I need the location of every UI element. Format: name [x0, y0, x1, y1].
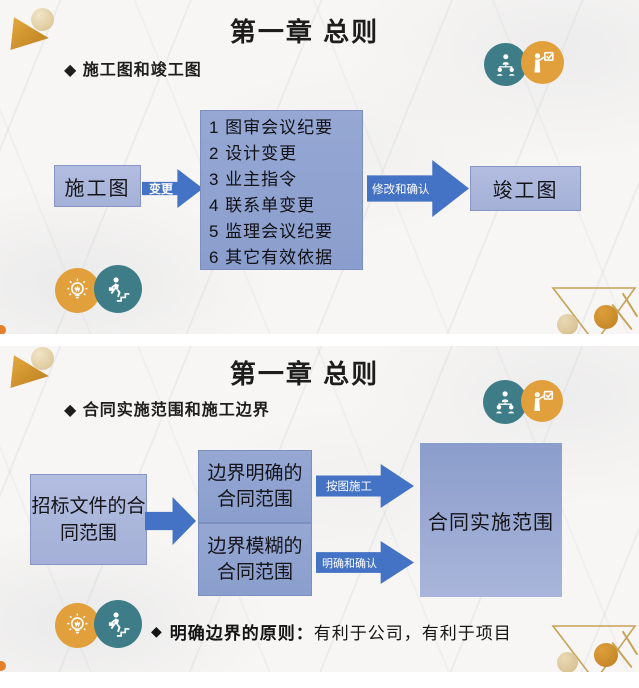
- section-bullet: ◆ 合同实施范围和施工边界: [64, 402, 270, 419]
- list-item: 6 其它有效依据: [209, 248, 334, 267]
- change-arrow: 变更: [142, 169, 203, 208]
- footer-principle: ◆ 明确边界的原则： 有利于公司，有利于项目: [151, 619, 512, 644]
- person-climbing-stairs-icon: [94, 600, 142, 648]
- team-hierarchy-icon: [483, 380, 527, 424]
- clear-boundary-box: 边界明确的合同范围: [198, 450, 312, 523]
- construction-drawing-box: 施工图: [54, 165, 141, 207]
- beige-dot-decor: [557, 314, 578, 334]
- edge-dot-decor: [0, 661, 6, 671]
- gold-circle-decor: [31, 8, 54, 31]
- presenter-checkbox-icon: [521, 380, 563, 422]
- beige-dot-decor: [557, 652, 578, 672]
- slide-construction-drawings: 第一章 总则 ◆ 施工图和竣工图 施工图 变更 1 图审会议纪要 2 设计变更 …: [0, 0, 639, 334]
- section-bullet: ◆ 施工图和竣工图: [64, 62, 202, 79]
- modify-confirm-arrow: 修改和确认: [367, 160, 469, 217]
- slide-contract-scope: 第一章 总则 ◆ 合同实施范围和施工边界 招标文件的合同范围 边界明确的合同范围…: [0, 346, 639, 672]
- list-item: 3 业主指令: [209, 170, 298, 189]
- asbuilt-drawing-box: 竣工图: [470, 166, 581, 211]
- gold-circle-decor: [31, 347, 54, 370]
- bid-document-scope-box: 招标文件的合同范围: [30, 474, 147, 565]
- clarify-confirm-arrow: 明确和确认: [316, 541, 414, 584]
- list-item: 1 图审会议纪要: [209, 118, 334, 137]
- presenter-checkbox-icon: [521, 41, 564, 84]
- footer-principle-text: 有利于公司，有利于项目: [313, 624, 512, 643]
- page-title: 第一章 总则: [229, 359, 380, 389]
- build-per-drawing-arrow: 按图施工: [316, 464, 414, 508]
- implementation-scope-box: 合同实施范围: [420, 443, 562, 597]
- edge-dot-decor: [0, 325, 6, 334]
- page-title: 第一章 总则: [229, 17, 380, 47]
- lightbulb-icon: [55, 268, 100, 313]
- lightbulb-icon: [55, 603, 100, 648]
- list-item: 2 设计变更: [209, 144, 298, 163]
- person-climbing-stairs-icon: [94, 265, 142, 313]
- diamond-bullet: ◆: [151, 623, 162, 639]
- change-basis-list: 1 图审会议纪要 2 设计变更 3 业主指令 4 联系单变更 5 监理会议纪要 …: [200, 110, 363, 270]
- footer-principle-label: 明确边界的原则：: [169, 624, 314, 643]
- team-hierarchy-icon: [484, 43, 527, 86]
- vague-boundary-box: 边界模糊的合同范围: [198, 523, 312, 596]
- list-item: 4 联系单变更: [209, 196, 316, 215]
- flow-arrow: [145, 497, 196, 545]
- list-item: 5 监理会议纪要: [209, 222, 334, 241]
